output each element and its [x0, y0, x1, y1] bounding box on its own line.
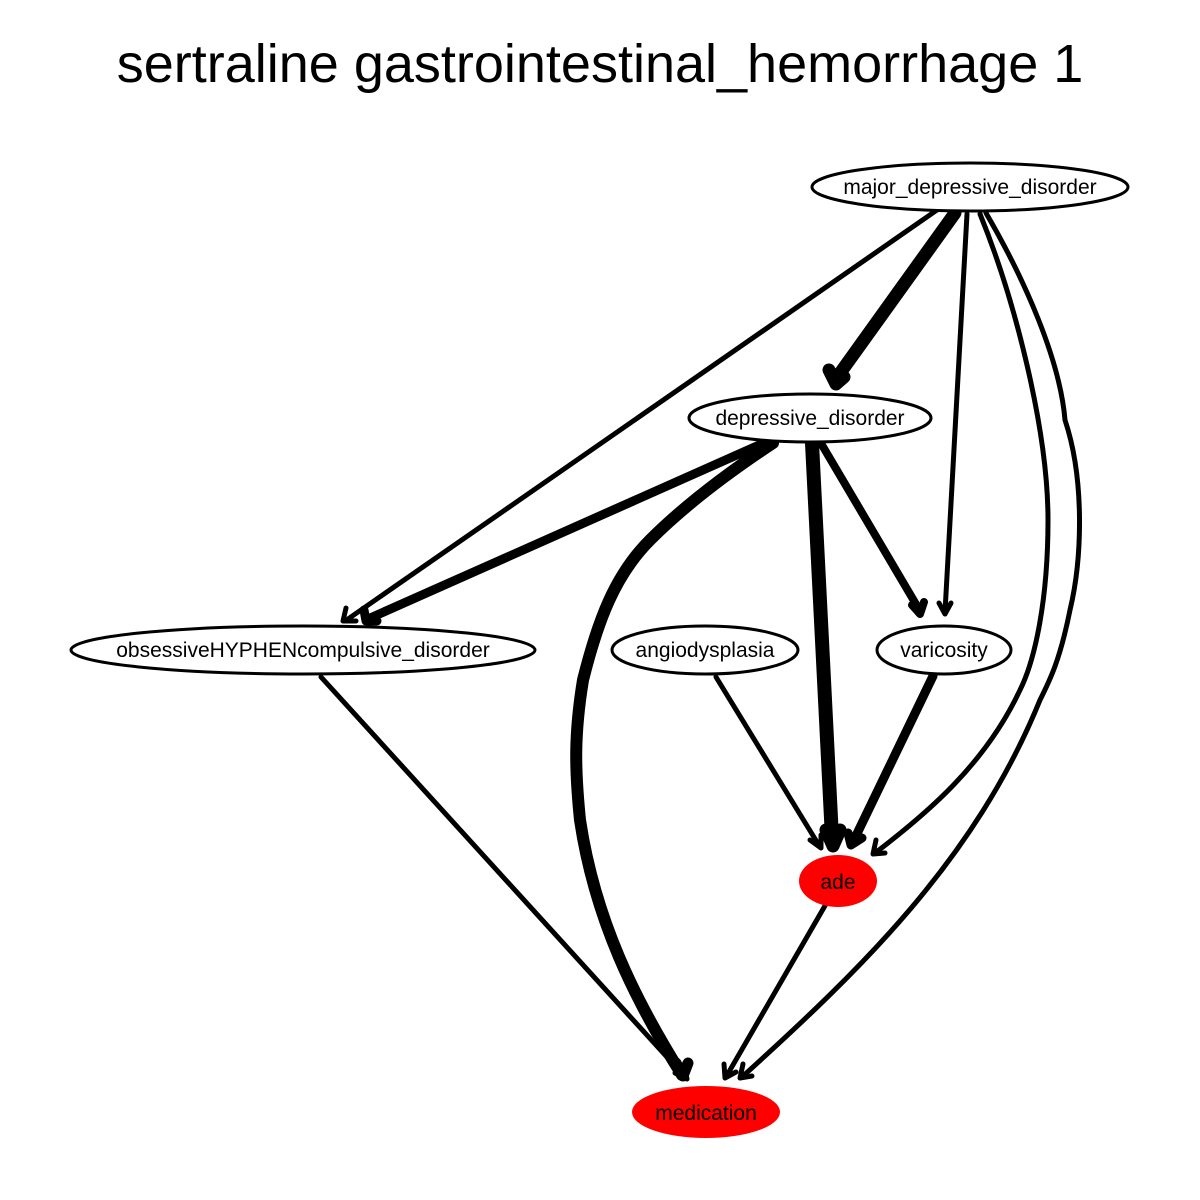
node-label: major_depressive_disorder	[843, 176, 1096, 199]
edge-mdd-to-varicosity	[936, 211, 970, 617]
node-major-depressive-disorder[interactable]: major_depressive_disorder	[810, 161, 1130, 213]
node-label: angiodysplasia	[636, 639, 775, 662]
node-label: obsessiveHYPHENcompulsive_disorder	[116, 639, 490, 662]
node-label: medication	[655, 1102, 757, 1125]
edge-ade-to-medication	[721, 901, 829, 1081]
edge-depressive-disorder-to-varicosity	[818, 441, 928, 618]
node-label: depressive_disorder	[715, 407, 904, 430]
nodes: major_depressive_disorder depressive_dis…	[69, 161, 1130, 1138]
node-obsessive-compulsive-disorder[interactable]: obsessiveHYPHENcompulsive_disorder	[69, 624, 537, 676]
edge-depressive-disorder-to-medication	[570, 437, 779, 1082]
node-varicosity[interactable]: varicosity	[875, 624, 1013, 676]
edge-angiodysplasia-to-ade	[713, 674, 824, 851]
node-angiodysplasia[interactable]: angiodysplasia	[610, 624, 800, 676]
node-depressive-disorder[interactable]: depressive_disorder	[687, 392, 933, 444]
edge-depressive-disorder-to-ocd	[359, 437, 771, 626]
node-label: ade	[820, 871, 855, 894]
edge-ocd-to-medication	[318, 674, 690, 1082]
edge-mdd-to-depressive-disorder	[822, 206, 962, 391]
node-medication[interactable]: medication	[632, 1086, 780, 1138]
edges	[318, 206, 1082, 1082]
node-label: varicosity	[900, 639, 988, 662]
edge-mdd-to-medication	[737, 210, 1082, 1081]
edge-mdd-to-ade	[870, 211, 1051, 857]
edge-varicosity-to-ade	[843, 671, 938, 850]
edge-depressive-disorder-to-ade	[805, 436, 847, 853]
node-ade[interactable]: ade	[799, 855, 877, 907]
edge-mdd-to-ocd	[340, 207, 940, 624]
graph-title: sertraline gastrointestinal_hemorrhage 1	[117, 34, 1084, 94]
